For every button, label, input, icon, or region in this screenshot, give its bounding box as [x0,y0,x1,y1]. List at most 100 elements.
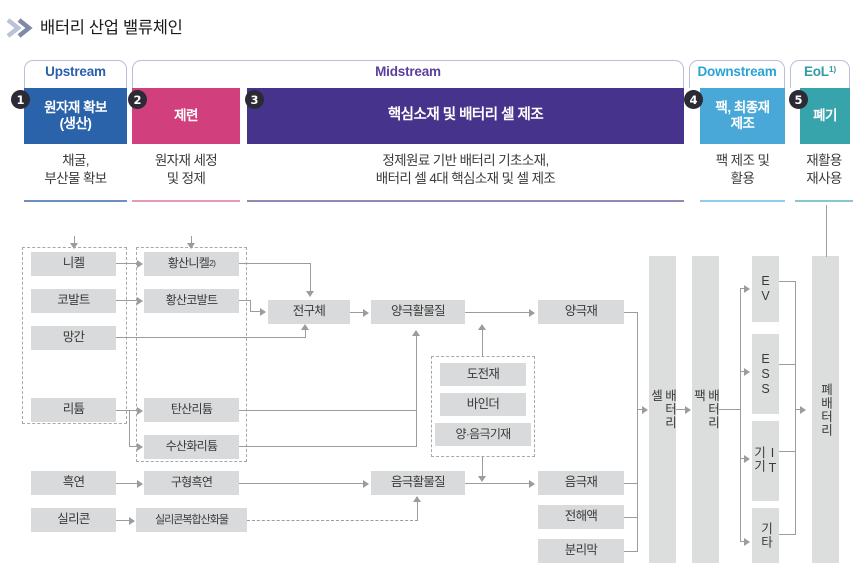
connector-manganese [116,337,306,339]
arrow-silicon-anode [413,496,421,502]
connector-bus-waste [795,409,801,411]
connector-apps-bus [740,288,742,541]
stage-rule-3 [247,200,684,202]
arrow-upstream-stub [70,243,78,249]
connector-precursor-cam [350,312,364,314]
node-lithium-hydroxide[interactable]: 수산화리튬 [144,435,239,459]
arrow-app-etc [744,538,750,546]
stage-rule-2 [132,200,240,202]
node-nickel-sulfate-superscript: 2) [209,258,216,269]
node-silicon-oxide[interactable]: 실리콘복합산화물 [136,508,247,532]
connector-bus-to-cell [637,409,643,411]
node-ev[interactable]: EV [752,256,779,322]
arrow-silicon [129,517,135,525]
node-etc[interactable]: 기타 [752,508,779,563]
node-silicon[interactable]: 실리콘 [31,508,116,532]
connector-lithium-split [129,410,131,447]
node-precursor[interactable]: 전구체 [268,300,350,324]
node-battery-pack[interactable]: 배터리 팩 [692,256,720,563]
connector-etc-waste [779,534,796,536]
node-cobalt[interactable]: 코발트 [31,289,116,313]
node-lithium-carbonate[interactable]: 탄산리튬 [144,398,239,422]
arrow-graphite [137,480,143,488]
arrow-cobalt [137,297,143,305]
node-electrolyte[interactable]: 전해액 [538,505,624,529]
node-spherical-graphite[interactable]: 구형흑연 [144,471,239,495]
node-cobalt-sulfate[interactable]: 황산코발트 [144,289,239,313]
connector-silicon-oxide-dashed [247,520,418,521]
arrow-lithium-hydroxide [137,443,143,451]
connector-refine-stub [191,236,193,247]
connector-it-waste [779,451,796,453]
node-it-device[interactable]: IT 기기 [752,421,780,501]
node-electrode-substrate[interactable]: 양·음극기재 [435,423,531,446]
stage-box-downstream[interactable]: 팩, 최종재 제조 [700,88,785,144]
node-conductive-material[interactable]: 도전재 [440,363,526,386]
connector-pack-out [719,409,741,411]
tab-eol-label: EoL [803,64,829,79]
connector-app-ev [740,288,745,290]
tab-upstream[interactable]: Upstream [24,60,127,88]
connector-ev-waste [779,281,796,283]
stage-label-5: 폐기 [813,107,837,123]
connector-materials-bus [637,312,639,552]
refined-material-group [136,247,247,462]
node-anode-active-material[interactable]: 음극활물질 [371,471,465,495]
connector-app-ess [740,371,745,373]
tab-downstream[interactable]: Downstream [689,60,785,88]
node-nickel[interactable]: 니켈 [31,252,116,276]
node-anode[interactable]: 음극재 [538,471,624,495]
node-binder[interactable]: 바인더 [440,393,526,416]
node-cathode[interactable]: 양극재 [538,300,624,324]
arrow-precursor-cam [363,309,369,317]
node-ess[interactable]: ESS [752,334,779,414]
connector-manganese-up [305,330,307,338]
stage-label-2: 제련 [174,107,198,123]
arrow-cosulf-precursor [260,308,266,316]
connector-app-etc [740,541,745,543]
stage-desc-5: 재활용 재사용 [806,153,842,186]
arrow-refine-stub [187,243,195,249]
connector-electrolyte-bus [624,517,638,519]
connector-cam-cathode [465,312,530,314]
stage-desc-2: 원자재 세정 및 정제 [154,153,218,186]
connector-cosulf-down [250,300,252,312]
node-lithium[interactable]: 리튬 [31,398,116,422]
arrow-nickel [137,260,143,268]
stage-box-smelting[interactable]: 제련 [132,88,240,144]
stage-box-upstream[interactable]: 원자재 확보 (생산) [24,88,127,144]
stage-number-1: 1 [11,90,30,109]
node-cathode-active-material[interactable]: 양극활물질 [371,300,465,324]
node-separator[interactable]: 분리막 [538,539,624,563]
arrow-app-ess [744,368,750,376]
tab-midstream[interactable]: Midstream [132,60,684,88]
stage-desc-4: 팩 제조 및 활용 [715,153,770,186]
node-battery-cell[interactable]: 배터리 셀 [649,256,677,563]
arrow-additives-cam [478,324,486,330]
arrow-app-ev [744,285,750,293]
node-manganese[interactable]: 망간 [31,326,116,350]
connector-cell-pack [676,409,686,411]
connector-separator-bus [624,551,638,553]
connector-app-it [740,458,745,460]
node-graphite[interactable]: 흑연 [31,471,116,495]
connector-aam-anode [465,483,530,485]
arrow-li-cam [412,330,420,336]
stage-number-3: 3 [245,90,264,109]
arrow-aam-anode [529,480,535,488]
connector-silicon-up [417,502,419,521]
stage-box-midstream[interactable]: 핵심소재 및 배터리 셀 제조 [247,88,684,144]
page-title: 배터리 산업 밸류체인 [40,19,183,37]
stage-number-2: 2 [128,90,147,109]
stage-rule-1 [24,200,127,202]
stage-box-eol[interactable]: 폐기 [800,88,850,144]
stage-number-5: 5 [789,90,808,109]
node-waste-battery[interactable]: 폐배터리 [812,256,839,563]
arrow-manganese-precursor [301,324,309,330]
connector-additives-up [482,330,484,357]
connector-hydroxide-out [239,446,417,448]
connector-cathode-bus [624,312,638,314]
tab-midstream-label: Midstream [375,64,441,79]
